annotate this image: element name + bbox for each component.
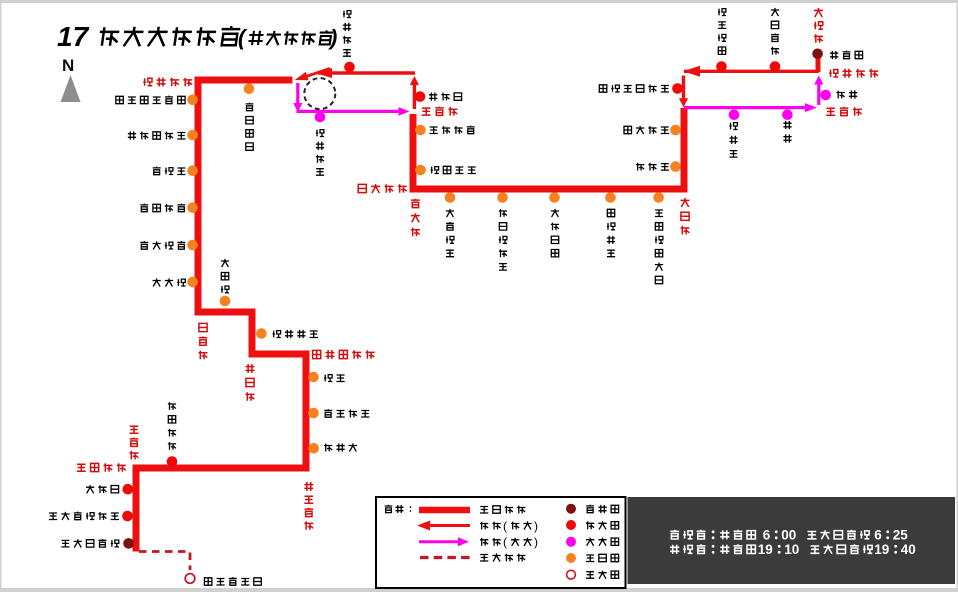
svg-text:10: 10 xyxy=(784,542,799,557)
svg-text:00: 00 xyxy=(781,527,796,542)
svg-text:): ) xyxy=(534,535,538,549)
svg-text:40: 40 xyxy=(901,542,916,557)
svg-text:19: 19 xyxy=(874,542,889,557)
svg-text:(: ( xyxy=(503,535,507,549)
svg-text:6: 6 xyxy=(874,527,882,542)
svg-text:6: 6 xyxy=(763,527,771,542)
svg-text:): ) xyxy=(328,25,337,50)
svg-text:19: 19 xyxy=(758,542,773,557)
svg-text:N: N xyxy=(62,56,74,75)
svg-text:25: 25 xyxy=(893,527,909,542)
svg-text:17: 17 xyxy=(57,21,90,52)
svg-text:): ) xyxy=(534,519,538,533)
svg-text:(: ( xyxy=(503,519,507,533)
